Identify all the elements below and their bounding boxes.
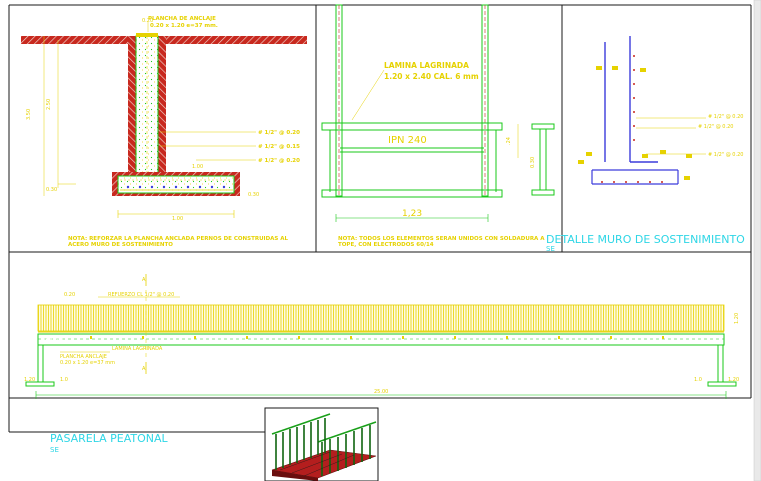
ground-left [21,36,133,44]
dim-030-footing: 0.30 [248,192,259,198]
lamina-dims: 1.20 x 2.40 CAL. 6 mm [384,72,479,81]
plancha-walk-1: PLANCHA ANCLAJE [60,354,107,360]
note-wall-line-1: NOTA: REFORZAR LA PLANCHA ANCLADA PERNOS… [68,236,289,242]
detalle-title: DETALLE MURO DE SOSTENIMIENTO [546,233,745,246]
plancha-title: PLANCHA DE ANCLAJE [148,16,216,22]
plancha-dims: 0.20 x 1.20 e=37 mm. [150,23,218,29]
note-ipn-line-1: NOTA: TODOS LOS ELEMENTOS SERAN UNIDOS C… [338,236,545,242]
walk-top-label: REFUERZO CL 1/2" @ 0.20 [108,292,174,298]
retaining-wall-detail: # 1/2" @ 0.20 # 1/2" @ 0.20 # 1/2" @ 0.2… [546,36,745,253]
dim-100b: 1.00 [172,216,183,222]
dim-024: .24 [506,137,512,145]
walkway-beam [37,333,725,346]
ipn-profile [531,123,555,196]
dim-250: 2.50 [46,99,52,110]
dim-span: 25.00 [374,389,388,395]
detail-rebar-1: # 1/2" @ 0.20 [708,114,743,120]
wall-hatch-right [158,36,166,176]
walk-height-dim: 1.20 [734,313,740,324]
walk-top-dim: 0.20 [64,292,75,298]
note-wall-line-2: ACERO MURO DE SOSTENIMIENTO [68,242,173,248]
cut-marker-top: A [142,277,146,283]
dim-350: 3.50 [26,109,32,120]
dim-right-1: 1.0 [694,377,702,383]
detail-rebar-2: # 1/2" @ 0.20 [698,124,733,130]
3d-bridge-preview-icon[interactable] [264,407,379,481]
dim-020: 0.20 [142,18,153,24]
dim-100: 1.00 [192,164,203,170]
beam-ticks [90,336,664,339]
anchor-plate [136,33,158,37]
retaining-wall-section: PLANCHA DE ANCLAJE 0.20 x 1.20 e=37 mm. … [21,16,307,248]
walkway-deck [37,304,725,332]
detalle-subtitle: SE [546,245,555,253]
dim-030: 0.30 [46,187,57,193]
walkway-elevation: A A REFUERZO CL 1/2" @ 0.20 0.20 1.20 IP… [24,274,740,399]
dim-left-2: 1.0 [60,377,68,383]
dim-right-2: 1.20 [728,377,739,383]
detail-rebar-3: # 1/2" @ 0.20 [708,152,743,158]
viewport-scroll-edge[interactable] [753,0,761,481]
rebar-callout-3: # 1/2" @ 0.20 [258,158,300,164]
plancha-walk-2: 0.20 x 1.20 e=37 mm [60,360,115,366]
pasarela-subtitle: SE [50,446,59,454]
wall-hatch-left [128,36,136,176]
footing-rebar [126,185,226,189]
rebar-callout-2: # 1/2" @ 0.15 [258,144,300,150]
dim-left-1: 1.20 [24,377,35,383]
lamina-title: LAMINA LAGRINADA [384,61,469,70]
dim-030b: 0.30 [530,157,536,168]
walk-beam-label: IPN 240 [44,337,63,343]
dim-123: 1,23 [402,209,422,219]
sheet-frame [8,4,752,433]
rebar-callout-1: # 1/2" @ 0.20 [258,130,300,136]
ipn-label: IPN 240 [388,135,427,146]
lamina-walk: LAMINA LAGRINADA [112,346,163,352]
note-ipn-line-2: TOPE, CON ELECTRODOS 60/14 [338,242,434,248]
cut-marker-bottom: A [142,366,146,372]
footing [117,175,235,194]
ipn-section: LAMINA LAGRINADA 1.20 x 2.40 CAL. 6 mm I… [321,4,555,248]
ground-right [164,36,307,44]
pasarela-title: PASARELA PEATONAL [50,432,169,445]
